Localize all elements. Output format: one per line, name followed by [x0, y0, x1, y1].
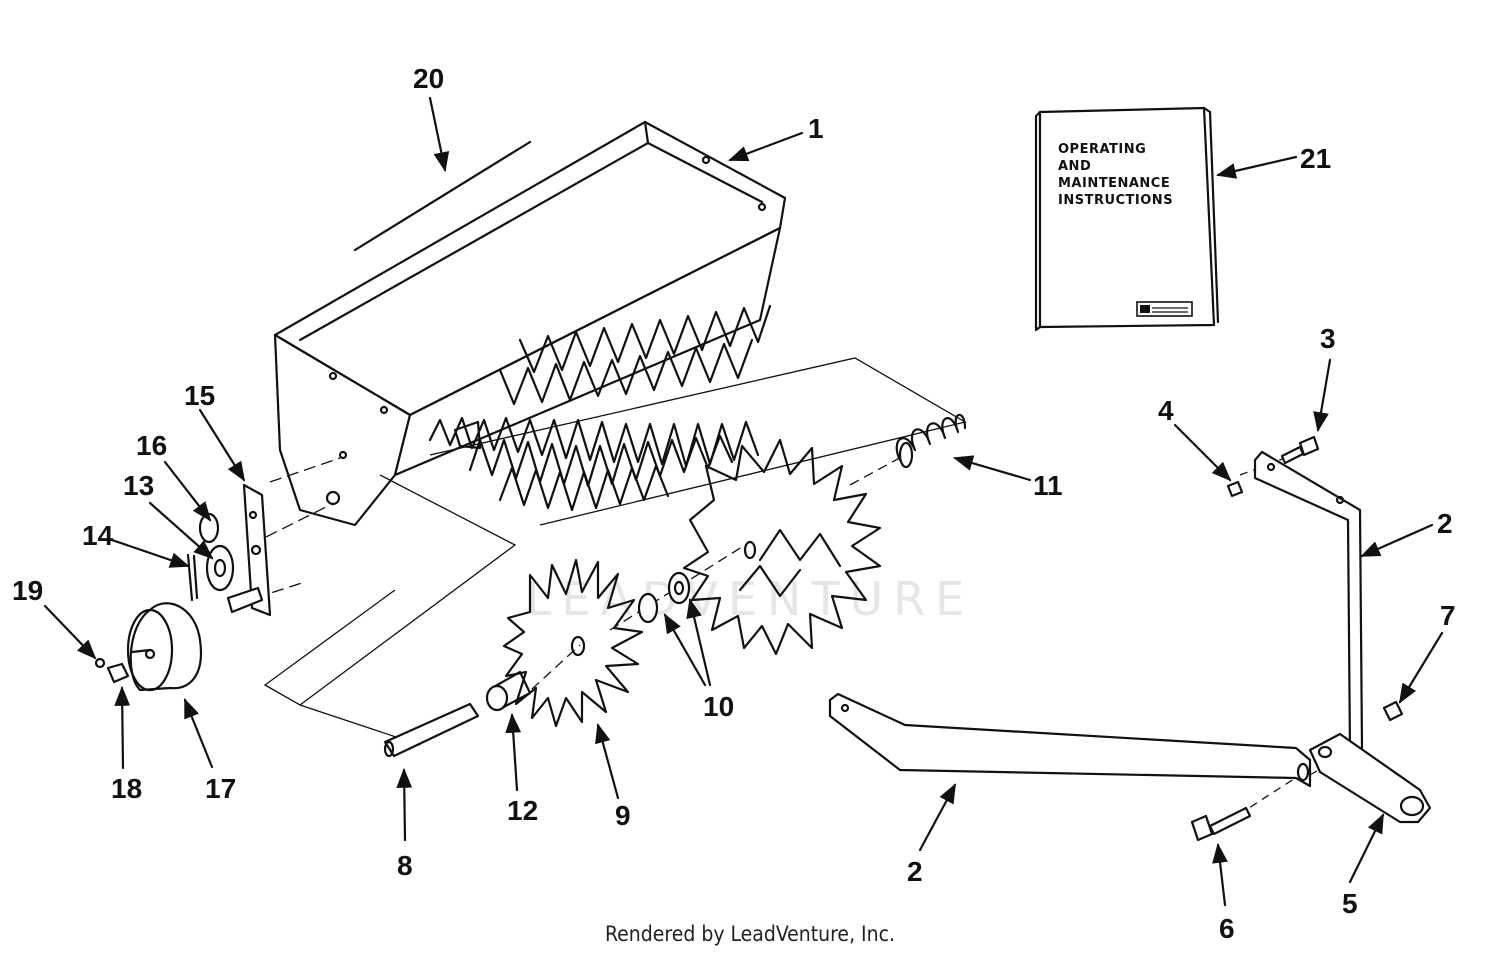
- callout-8: 8: [397, 850, 413, 881]
- callout-2b: 2: [907, 856, 923, 887]
- callout-19: 19: [12, 575, 43, 606]
- callout-14: 14: [82, 520, 114, 551]
- callout-9: 9: [615, 800, 631, 831]
- callout-labels: 1 2 2 3 4 5 6 7 8 9 10 11 12 13 14 15 16…: [12, 63, 1456, 944]
- roller-tines-in-hopper: [428, 304, 772, 512]
- manual-line-2: AND: [1058, 159, 1091, 174]
- callout-16: 16: [136, 430, 167, 461]
- footer-credit: Rendered by LeadVenture, Inc.: [605, 922, 895, 946]
- part-11-spring: [895, 413, 967, 469]
- callout-3: 3: [1320, 323, 1336, 354]
- callout-10: 10: [703, 691, 734, 722]
- callout-20: 20: [413, 63, 444, 94]
- callout-4: 4: [1158, 395, 1174, 426]
- part-2-hitch-bar-upper: [1253, 450, 1364, 754]
- part-1-hopper: [273, 120, 787, 527]
- part-9-spike-wheel: [502, 558, 644, 728]
- part-18-nut: [106, 662, 130, 684]
- part-5-clevis: [1308, 732, 1432, 824]
- manual-line-1: OPERATING: [1058, 142, 1146, 157]
- part-19-washer: [94, 657, 106, 669]
- callout-12: 12: [507, 795, 538, 826]
- callout-2a: 2: [1437, 508, 1453, 539]
- part-10-washers: [637, 571, 691, 624]
- manual-line-3: MAINTENANCE: [1058, 176, 1170, 191]
- callout-5: 5: [1342, 888, 1358, 919]
- callout-18: 18: [111, 773, 142, 804]
- large-spike-wheels: [682, 438, 882, 656]
- part-4-nut: [1226, 480, 1244, 498]
- callout-15: 15: [184, 380, 215, 411]
- part-13-bearing: [205, 544, 235, 592]
- callout-7: 7: [1440, 600, 1456, 631]
- part-7-nut: [1382, 700, 1404, 722]
- manual-logo: [1140, 305, 1150, 313]
- part-15-bracket-plate: [226, 483, 272, 617]
- part-21-manual: OPERATING AND MAINTENANCE INSTRUCTIONS: [1034, 106, 1220, 332]
- callout-6: 6: [1219, 913, 1235, 944]
- manual-line-4: INSTRUCTIONS: [1058, 193, 1173, 208]
- callout-21: 21: [1300, 143, 1331, 174]
- callout-arrows: [43, 96, 1444, 907]
- part-8-shaft: [383, 702, 480, 758]
- callout-17: 17: [205, 773, 236, 804]
- part-6-bolt: [1190, 806, 1252, 842]
- watermark-text: LEADVENTURE: [526, 572, 975, 626]
- callout-1: 1: [808, 113, 824, 144]
- part-17-wheel: [126, 602, 203, 692]
- part-14-cotter-pin: [186, 553, 199, 602]
- part-3-bolt: [1280, 435, 1320, 465]
- callout-13: 13: [123, 470, 154, 501]
- callout-11: 11: [1033, 470, 1063, 501]
- part-2-hitch-bar-lower: [828, 692, 1312, 788]
